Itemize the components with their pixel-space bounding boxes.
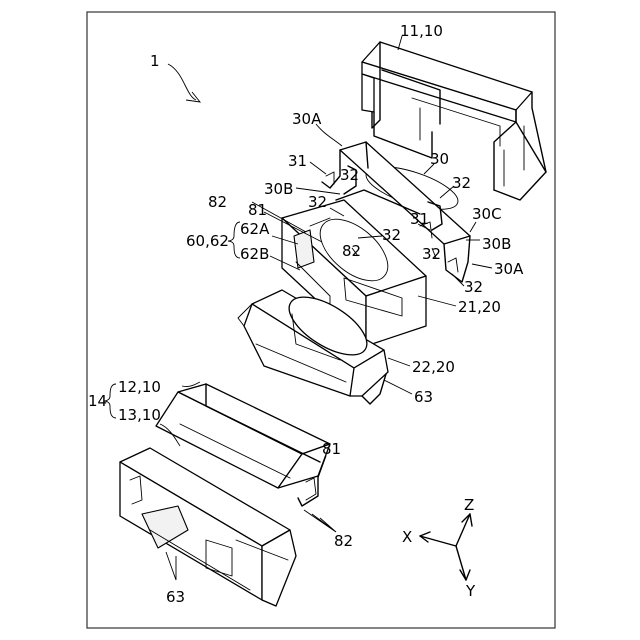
label-62b: 62B (240, 245, 269, 263)
lower-cover-13-label: 13,10 (118, 406, 161, 424)
group-60-62-label: 60,62 (186, 232, 229, 250)
bracket-label: 30 (430, 150, 449, 168)
label-62a: 62A (240, 220, 270, 238)
bracket-tab-a-label: 30A (292, 110, 322, 128)
axis-triad (420, 514, 472, 580)
inner-case-label: 21,20 (458, 298, 501, 316)
group-14-label: 14 (88, 392, 107, 410)
claw-31-left-label: 31 (288, 152, 307, 170)
claw-31-right-label: 31 (410, 210, 429, 228)
fig-number-label: 1 (150, 52, 160, 70)
claw-32-a-label: 32 (340, 166, 359, 184)
upper-cover-label: 11,10 (400, 22, 443, 40)
claw-32-c-label: 32 (308, 193, 327, 211)
foot-63-bottom-label: 63 (166, 588, 185, 606)
label-82-top: 82 (208, 193, 227, 211)
bracket-tab-a2-label: 30A (494, 260, 524, 278)
axis-z-label: Z (464, 496, 474, 514)
lower-cover-12-label: 12,10 (118, 378, 161, 396)
axis-x-label: X (402, 528, 412, 546)
foot-63-right-label: 63 (414, 388, 433, 406)
bracket-tab-b-label: 30B (264, 180, 293, 198)
bracket-tab-c-label: 30C (472, 205, 502, 223)
bracket-tab-b2-label: 30B (482, 235, 511, 253)
brace-60-62 (228, 222, 240, 258)
label-81-bottom: 81 (322, 440, 341, 458)
outer-case-label: 22,20 (412, 358, 455, 376)
claw-32-e-label: 32 (422, 245, 441, 263)
claw-32-b-label: 32 (452, 174, 471, 192)
claw-32-f-label: 32 (464, 278, 483, 296)
label-82-bottom: 82 (334, 532, 353, 550)
label-81-top: 81 (248, 201, 267, 219)
axis-y-label: Y (465, 582, 476, 600)
claw-32-d-label: 32 (382, 226, 401, 244)
label-82-mid: 82 (342, 242, 361, 260)
